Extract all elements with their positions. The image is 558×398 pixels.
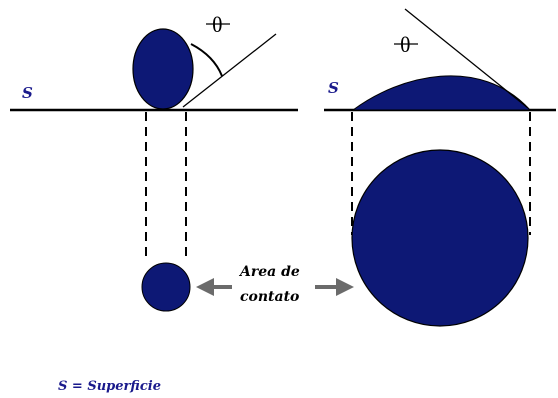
area-label-line2: contato (240, 289, 299, 305)
legend-text: S = Superficie (58, 379, 161, 394)
tangent-line-left (182, 33, 277, 108)
contact-area-callout: Area de contato (196, 264, 354, 305)
arrow-right-icon (315, 278, 354, 296)
contact-area-small (141, 262, 191, 312)
tangent-line-right (404, 8, 529, 109)
angle-arc-left (190, 43, 223, 77)
right-panel: S θ (324, 8, 556, 327)
left-panel: S θ (10, 12, 298, 312)
arrow-left-icon (196, 278, 232, 296)
droplet-right (351, 75, 532, 111)
droplet-left (132, 28, 194, 110)
surface-label-left: S (22, 84, 33, 102)
area-label-line1: Area de (238, 264, 300, 280)
contact-area-large (351, 149, 529, 327)
surface-label-right: S (328, 79, 339, 97)
